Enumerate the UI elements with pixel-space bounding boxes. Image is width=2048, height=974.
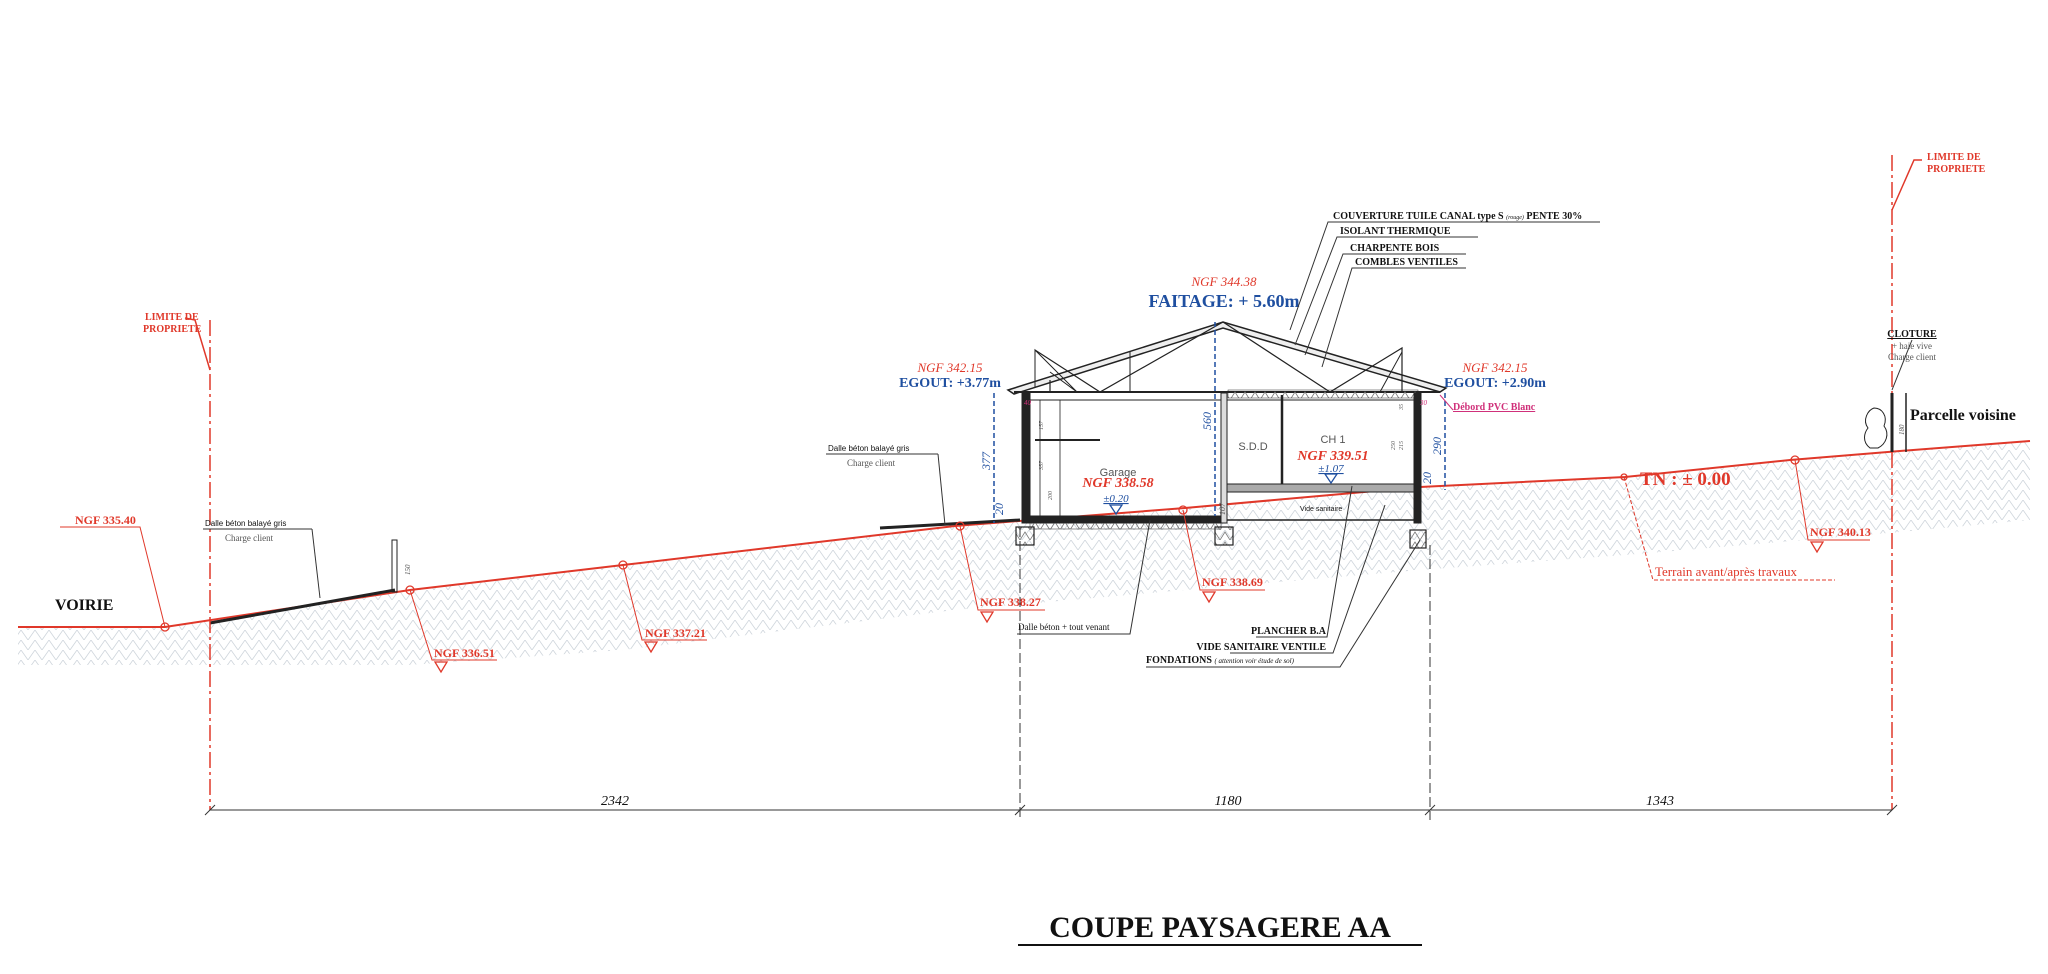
cloture-label: CLOTURE [1887,329,1937,340]
height-dimensions [993,322,1446,523]
dim-40: 40 [1024,399,1032,407]
drawing-title: COUPE PAYSAGERE AA [1049,911,1391,944]
spot-levels: NGF 335.40 NGF 336.51 NGF 337.21 NGF 338… [60,455,1871,674]
egout-right-ngf: NGF 342.15 [1462,360,1529,375]
ch1-relative-level: ±1.07 [1318,463,1344,475]
garage-relative-level: ±0.20 [1103,493,1129,505]
roof-callouts [1289,221,1600,368]
ramp-slab [879,518,1021,530]
dim-20: 20 [992,503,1006,515]
dim-20: 20 [1420,472,1434,484]
level-marker-icon [160,455,1825,674]
terrain-label: Terrain avant/après travaux [1655,564,1798,579]
isolant-label: ISOLANT THERMIQUE [1340,226,1451,237]
limit-label: LIMITE DE [1927,152,1981,163]
level-marker-icon [1323,473,1339,485]
spot-level: NGF 335.40 [75,513,136,527]
couverture-label: COUVERTURE TUILE CANAL type S (rouge) PE… [1333,211,1582,222]
dim-107: 107 [1218,502,1227,515]
dimension-value: 1343 [1646,794,1674,809]
limit-label: PROPRIETE [1927,164,1986,175]
property-limit-left: LIMITE DE PROPRIETE [143,312,211,810]
spot-level: NGF 338.69 [1202,575,1263,589]
egout-right-level: EGOUT: +2.90m [1444,376,1546,391]
dim-357: 357 [1039,460,1045,471]
dim-35: 35 [1399,404,1405,411]
garage-ngf: NGF 338.58 [1081,476,1153,491]
vide-sanitaire-ventile-label: VIDE SANITAIRE VENTILE [1196,642,1326,653]
dim-200: 200 [1048,491,1054,500]
dalle-left-charge: Charge client [225,533,274,543]
haie-label: + haie vive [1892,341,1932,351]
dimension-value: 2342 [601,794,629,809]
parcelle-voisine-label: Parcelle voisine [1910,407,2016,424]
dalle-left-label: Dalle béton balayé gris [205,519,286,528]
spot-level: NGF 337.21 [645,626,706,640]
faitage-ngf: NGF 344.38 [1191,274,1258,289]
dalle-tout-venant-label: Dalle béton + tout venant [1018,622,1110,632]
house-section [391,321,1907,593]
dalle-mid-label: Dalle béton balayé gris [828,444,909,453]
dim-180: 180 [1898,424,1906,435]
dim-250: 250 [1391,441,1397,450]
overall-dimension-line [204,527,1898,820]
dim-215: 215 [1399,441,1405,450]
charpente-label: CHARPENTE BOIS [1350,243,1440,254]
dimension-value: 1180 [1215,794,1242,809]
foundation-callouts [1146,485,1421,668]
spot-level: NGF 340.13 [1810,525,1871,539]
tn-label: TN : ± 0.00 [1640,469,1731,490]
voirie-label: VOIRIE [55,597,113,614]
dalle-mid-charge: Charge client [847,458,896,468]
height-dimension-labels: 560 377 20 290 20 107 150 180 40 30 157 … [404,399,1906,575]
combles-label: COMBLES VENTILES [1355,257,1458,268]
dim-377: 377 [979,451,993,471]
dim-290: 290 [1430,437,1444,455]
limit-label: LIMITE DE [145,312,199,323]
ch1-ngf: NGF 339.51 [1296,449,1368,464]
egout-left-level: EGOUT: +3.77m [899,376,1001,391]
room-ch1: CH 1 [1320,434,1345,446]
spot-level: NGF 338.27 [980,595,1041,609]
vide-sanitaire-label: Vide sanitaire [1300,506,1342,513]
dim-157: 157 [1039,420,1045,430]
plancher-label: PLANCHER B.A [1251,626,1327,637]
dim-30: 30 [1419,399,1428,407]
cloture-charge-label: Charge client [1888,352,1937,362]
dim-150: 150 [404,564,412,575]
property-limit-right: LIMITE DE PROPRIETE [1891,152,1986,810]
spot-level: NGF 336.51 [434,646,495,660]
dim-560: 560 [1200,412,1214,430]
room-garage: Garage [1100,467,1137,479]
room-sdd: S.D.D [1238,441,1267,453]
limit-label: PROPRIETE [143,324,202,335]
egout-left-ngf: NGF 342.15 [917,360,984,375]
driveway-slab [209,588,396,625]
soil-hatch [18,441,2030,665]
level-marker-icon [1108,504,1124,516]
fondations-label: FONDATIONS ( attention voir étude de sol… [1146,655,1295,666]
faitage-level: FAITAGE: + 5.60m [1148,291,1299,311]
debord-label: Débord PVC Blanc [1453,402,1536,413]
